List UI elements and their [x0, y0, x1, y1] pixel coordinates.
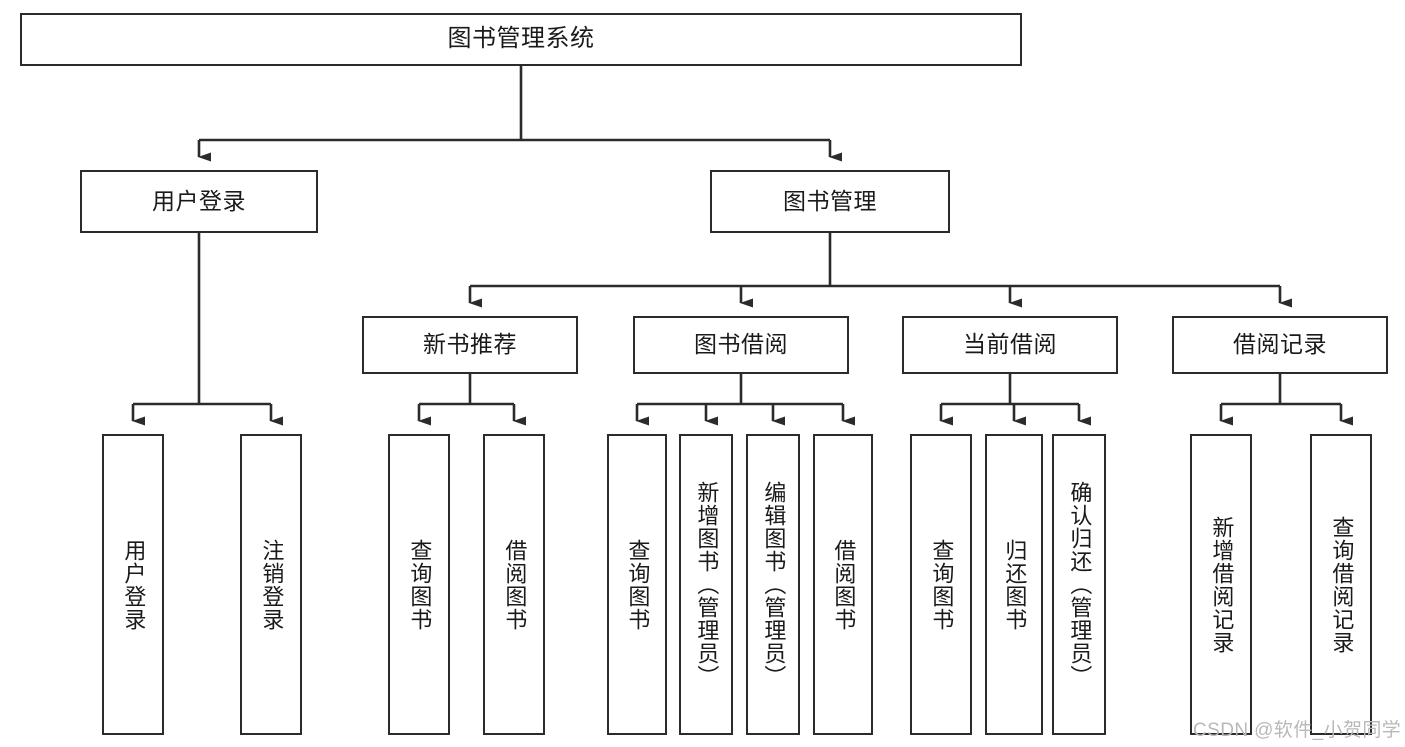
node-label: 查询借阅记录: [1329, 515, 1355, 654]
node-label: 用户登录: [152, 187, 246, 214]
leaf-cur-query-book[interactable]: 查询图书: [910, 434, 972, 735]
node-label: 借阅记录: [1233, 331, 1327, 358]
node-new-book-rec[interactable]: 新书推荐: [362, 316, 578, 374]
node-label: 编辑图书（管理员）: [761, 481, 787, 688]
node-label: 借阅图书: [831, 538, 857, 631]
node-label: 新增借阅记录: [1209, 515, 1235, 654]
node-label: 查询图书: [625, 538, 651, 631]
node-label: 查询图书: [407, 538, 433, 631]
leaf-rec-query-book[interactable]: 查询图书: [388, 434, 450, 735]
node-label: 确认归还（管理员）: [1067, 481, 1093, 688]
leaf-rec-borrow-book[interactable]: 借阅图书: [483, 434, 545, 735]
node-book-manage[interactable]: 图书管理: [710, 170, 950, 233]
node-label: 查询图书: [929, 538, 955, 631]
watermark-text: CSDN @软件_小贺同学: [1193, 720, 1402, 741]
leaf-borrow-book[interactable]: 借阅图书: [813, 434, 873, 735]
node-label: 新书推荐: [423, 331, 517, 358]
leaf-add-book-admin[interactable]: 新增图书（管理员）: [679, 434, 733, 735]
node-label: 归还图书: [1002, 538, 1028, 631]
node-label: 图书管理: [783, 187, 877, 214]
leaf-confirm-return-admin[interactable]: 确认归还（管理员）: [1052, 434, 1106, 735]
node-root-system[interactable]: 图书管理系统: [20, 13, 1022, 66]
node-borrow-record[interactable]: 借阅记录: [1172, 316, 1388, 374]
leaf-return-book[interactable]: 归还图书: [985, 434, 1043, 735]
leaf-user-logout[interactable]: 注销登录: [240, 434, 302, 735]
leaf-query-borrow-record[interactable]: 查询借阅记录: [1310, 434, 1372, 735]
node-label: 图书借阅: [694, 331, 788, 358]
node-user-login[interactable]: 用户登录: [80, 170, 318, 233]
node-current-borrow[interactable]: 当前借阅: [902, 316, 1118, 374]
leaf-user-login[interactable]: 用户登录: [102, 434, 164, 735]
node-label: 图书管理系统: [447, 25, 595, 53]
node-label: 当前借阅: [963, 331, 1057, 358]
leaf-edit-book-admin[interactable]: 编辑图书（管理员）: [746, 434, 800, 735]
node-label: 用户登录: [121, 538, 147, 631]
node-label: 借阅图书: [502, 538, 528, 631]
leaf-add-borrow-record[interactable]: 新增借阅记录: [1190, 434, 1252, 735]
node-book-borrow[interactable]: 图书借阅: [633, 316, 849, 374]
leaf-borrow-query-book[interactable]: 查询图书: [607, 434, 667, 735]
node-label: 新增图书（管理员）: [694, 481, 720, 688]
node-label: 注销登录: [259, 538, 285, 631]
